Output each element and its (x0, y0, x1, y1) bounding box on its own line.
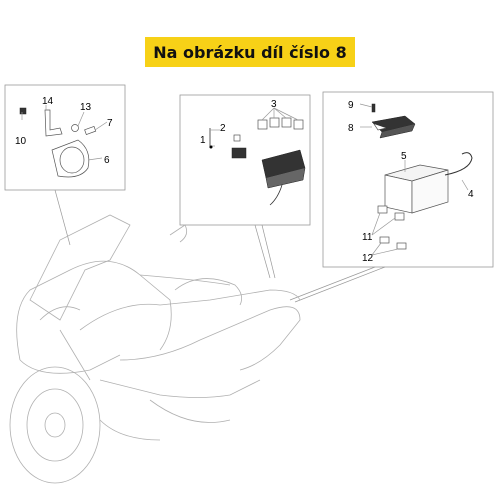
windscreen (29, 214, 131, 321)
battery-group-frame (322, 91, 494, 268)
horn-bracket (44, 109, 63, 137)
part-label-3: 3 (271, 99, 277, 110)
battery-screw (371, 103, 376, 113)
relay-set (257, 117, 304, 130)
battery-assembly (359, 103, 473, 256)
part-number-banner: Na obrázku díl číslo 8 (145, 37, 355, 67)
horn-pointer-line (54, 189, 71, 246)
seat (174, 278, 243, 306)
terminal-screws (379, 236, 407, 250)
mirror (169, 224, 188, 243)
horn-assembly (19, 107, 97, 178)
headlight (39, 306, 81, 321)
terminal-nuts (377, 205, 405, 221)
relay-clip (233, 134, 241, 142)
part-label-14: 14 (42, 96, 54, 107)
part-label-7: 7 (107, 118, 113, 129)
fuse-relay (231, 147, 247, 159)
horn-group-frame (4, 84, 126, 191)
front-wheel (9, 366, 101, 484)
battery-cable (444, 152, 473, 176)
part-label-8: 8 (348, 123, 354, 134)
scooter-outline (9, 214, 301, 484)
relay-pointer-line-a (254, 224, 271, 279)
battery-pointer-line-b (294, 266, 386, 303)
relay-group-frame (179, 94, 311, 226)
part-label-4: 4 (468, 189, 474, 200)
battery (384, 164, 449, 214)
horn-washer (71, 124, 79, 132)
part-label-2: 2 (220, 123, 226, 134)
part-label-13: 13 (80, 102, 92, 113)
part-label-12: 12 (362, 253, 374, 264)
relay-pointer-line-b (261, 224, 276, 279)
part-label-10: 10 (15, 136, 27, 147)
part-label-11: 11 (362, 232, 373, 243)
part-label-1: 1 (200, 135, 206, 146)
part-label-6: 6 (104, 155, 110, 166)
relay-assembly (209, 107, 306, 206)
horn-bolt (84, 125, 97, 135)
fuse-box (261, 149, 306, 206)
banner-text: Na obrázku díl číslo 8 (153, 42, 347, 62)
horn-screw (19, 107, 27, 115)
rear-body (149, 399, 231, 423)
battery-pointer-line-a (289, 266, 376, 301)
part-label-9: 9 (348, 100, 354, 111)
part-label-5: 5 (401, 151, 407, 162)
